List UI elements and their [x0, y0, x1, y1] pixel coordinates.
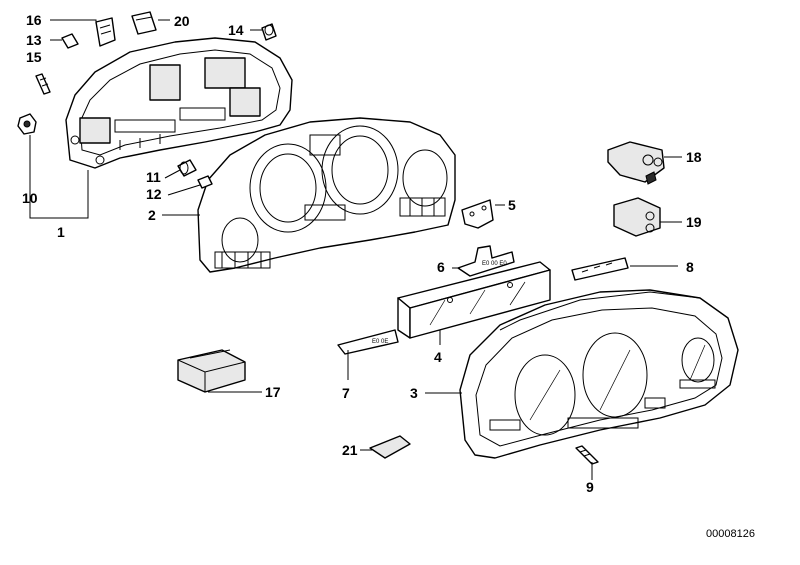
callout-18: 18 — [686, 149, 702, 165]
rear-housing-part-1 — [65, 37, 293, 169]
bulb-part-13 — [61, 33, 79, 49]
callout-8: 8 — [686, 259, 694, 275]
screw-part-15 — [35, 73, 51, 95]
leader-lines — [29, 19, 682, 480]
callout-15: 15 — [26, 49, 42, 65]
reference-number: 00008126 — [706, 528, 755, 540]
plug-part-16 — [95, 17, 116, 47]
callout-21: 21 — [342, 442, 358, 458]
bulb-part-14 — [261, 23, 277, 41]
cap-part-21 — [369, 435, 411, 459]
svg-text:E0 0E: E0 0E — [372, 339, 388, 345]
callout-13: 13 — [26, 32, 42, 48]
bulb-part-12 — [197, 175, 213, 189]
cover-plate-part-6: E0 00 E0 — [457, 245, 515, 277]
callout-11: 11 — [146, 169, 161, 185]
callout-2: 2 — [148, 207, 156, 223]
callout-19: 19 — [686, 214, 702, 230]
callout-3: 3 — [410, 385, 418, 401]
callout-1: 1 — [57, 224, 65, 240]
callout-16: 16 — [26, 12, 42, 28]
callout-17: 17 — [265, 384, 281, 400]
cover-bezel-part-3 — [459, 289, 739, 459]
bulb-pin-part-9 — [575, 445, 599, 465]
callout-9: 9 — [586, 479, 594, 495]
callout-20: 20 — [174, 13, 190, 29]
clip-part-20 — [131, 11, 157, 35]
callout-5: 5 — [508, 197, 516, 213]
callout-labels: 1 2 3 4 5 6 7 8 9 10 11 12 13 14 15 16 1… — [22, 12, 702, 495]
callout-6: 6 — [437, 259, 445, 275]
connector-part-19 — [613, 197, 661, 237]
connector-part-18 — [607, 141, 665, 185]
callout-4: 4 — [434, 349, 442, 365]
callout-12: 12 — [146, 186, 162, 202]
module-part-17 — [177, 349, 246, 393]
callout-7: 7 — [342, 385, 350, 401]
bracket-part-5 — [461, 199, 494, 229]
symbol-strip-part-8 — [571, 257, 629, 281]
light-guide-part-4 — [397, 261, 551, 339]
bulb-socket-part-11 — [177, 159, 197, 177]
svg-text:E0 00 E0: E0 00 E0 — [482, 261, 507, 267]
callout-14: 14 — [228, 22, 244, 38]
instrument-frame-part-2 — [197, 117, 456, 273]
indicator-strip-part-7: E0 0E — [337, 329, 399, 355]
connector-clip-part-10 — [17, 113, 37, 135]
callout-10: 10 — [22, 190, 38, 206]
